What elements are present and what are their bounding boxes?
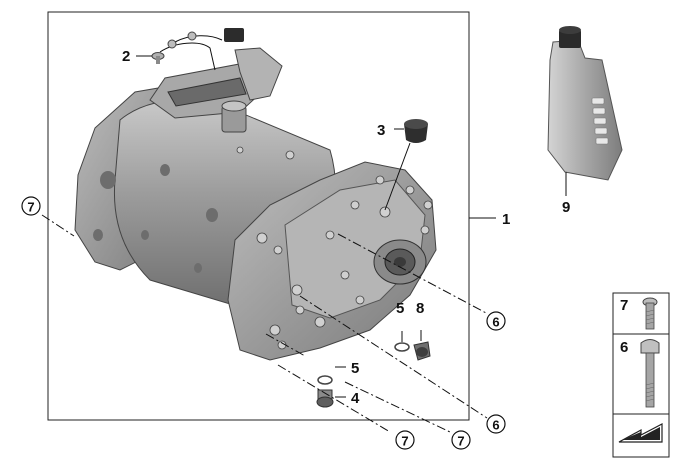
transmission-assembly-illustration <box>74 28 437 361</box>
callout-4: 4 <box>351 390 360 407</box>
part-2-washer-pin <box>151 52 165 64</box>
part-3-cap <box>404 119 428 143</box>
assembly-frame <box>47 11 470 421</box>
callout-5-right: 5 <box>396 300 404 317</box>
callout-circle-7-bottom-left: 7 <box>395 430 415 450</box>
callout-circle-7-left: 7 <box>21 196 41 216</box>
callout-5-lower: 5 <box>351 360 359 377</box>
part-4-plug <box>316 389 334 408</box>
svg-text:7: 7 <box>457 434 464 449</box>
leader-lines <box>41 55 567 433</box>
svg-text:6: 6 <box>492 315 499 330</box>
arrow-right-icon[interactable] <box>618 423 663 443</box>
svg-text:6: 6 <box>492 418 499 433</box>
callout-circle-7-bottom-right: 7 <box>451 430 471 450</box>
svg-text:7: 7 <box>27 200 34 215</box>
legend-label-7: 7 <box>620 297 628 314</box>
callout-3: 3 <box>377 122 385 139</box>
bolt-legend: 7 6 <box>612 292 670 458</box>
short-bolt-icon <box>642 297 658 330</box>
callout-circle-6-bottom: 6 <box>486 414 506 434</box>
callout-circle-6-right: 6 <box>486 311 506 331</box>
callout-8: 8 <box>416 300 424 317</box>
legend-label-6: 6 <box>620 339 628 356</box>
part-5-oring-right <box>394 342 410 352</box>
callout-2: 2 <box>122 48 130 65</box>
svg-text:7: 7 <box>401 434 408 449</box>
part-8-plug <box>413 341 431 361</box>
long-bolt-icon <box>640 339 660 408</box>
callout-9: 9 <box>562 199 570 216</box>
oil-bottle-illustration <box>547 26 623 181</box>
callout-1: 1 <box>502 211 510 228</box>
part-5-oring-lower <box>317 375 333 385</box>
